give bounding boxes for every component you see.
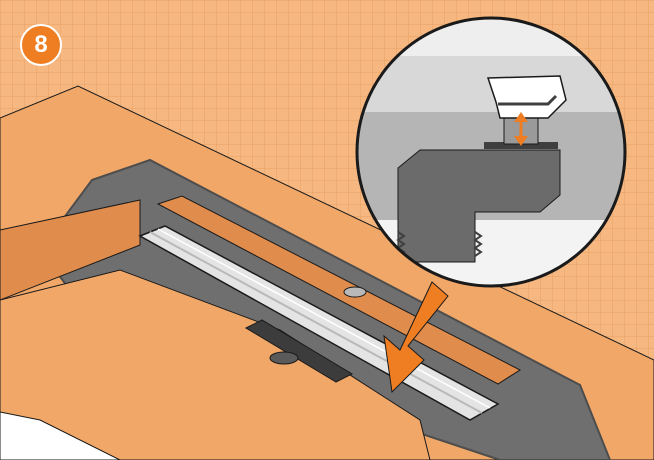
- drain-outlet: [270, 352, 298, 364]
- step-number-badge: 8: [20, 24, 62, 66]
- adjustment-foot: [344, 287, 366, 297]
